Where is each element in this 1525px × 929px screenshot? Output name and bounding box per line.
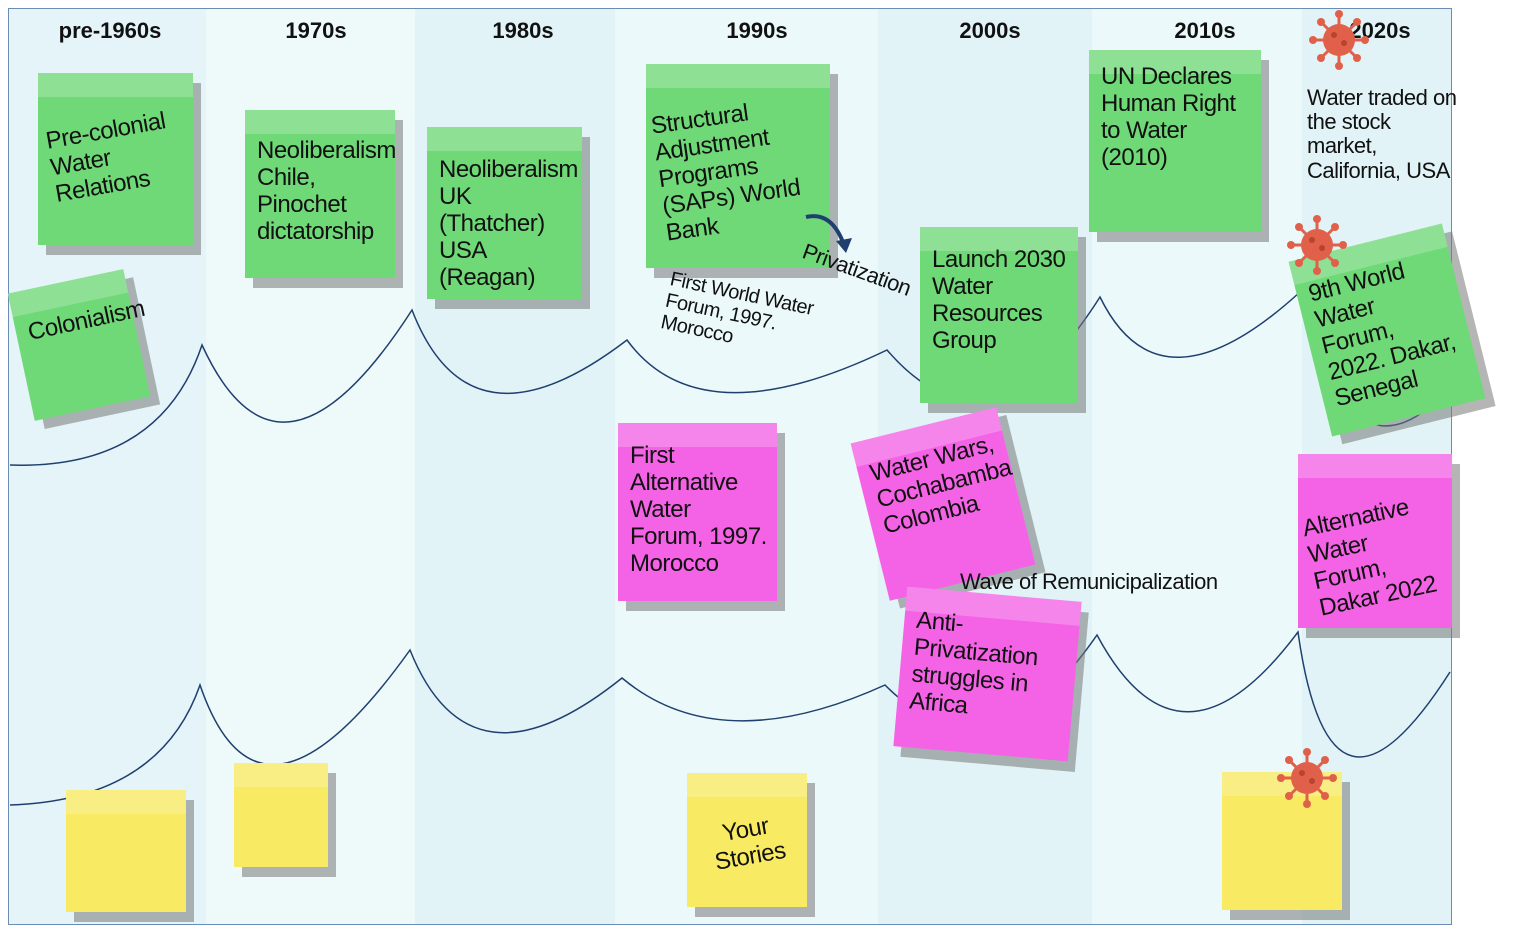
sticky-note-blank[interactable] <box>66 790 186 912</box>
sticky-note-launch-2030[interactable]: Launch 2030 Water Resources Group <box>920 227 1078 403</box>
virus-icon <box>1287 215 1347 275</box>
note-text: Anti- Privatization struggles in Africa <box>908 606 1040 719</box>
note-text: Launch 2030 Water Resources Group <box>932 246 1066 354</box>
remunicipalization-label: Wave of Remunicipalization <box>960 569 1218 594</box>
sticky-note-saps[interactable]: Structural Adjustment Programs (SAPs) Wo… <box>646 64 830 268</box>
sticky-note-neoliberalism-chile[interactable]: Neoliberalism Chile, Pinochet dictatorsh… <box>245 110 396 278</box>
decade-header: 1990s <box>726 18 788 43</box>
virus-icon <box>1277 748 1337 808</box>
decade-header: 1980s <box>492 18 554 43</box>
note-text: Alternative Water Forum, Dakar 2022 <box>1300 493 1439 622</box>
note-text: Pre-colonial Water Relations <box>43 107 168 208</box>
sticky-note-first-alternative-forum[interactable]: First Alternative Water Forum, 1997. Mor… <box>618 423 777 601</box>
sticky-note-alternative-forum-dakar[interactable]: Alternative Water Forum, Dakar 2022 <box>1298 454 1452 628</box>
decade-header: pre-1960s <box>58 18 162 43</box>
sticky-note-your-stories[interactable]: Your Stories <box>687 773 807 907</box>
sticky-note-un-declares[interactable]: UN Declares Human Right to Water (2010) <box>1089 50 1261 232</box>
decade-header: 2010s <box>1174 18 1236 43</box>
note-text: Water Wars, Cochabamba Colombia <box>867 430 1015 540</box>
note-text: UN Declares Human Right to Water (2010) <box>1101 63 1236 171</box>
note-text: Colonialism <box>25 294 148 346</box>
upper-timeline-curve <box>9 290 1453 466</box>
decade-header: 2000s <box>959 18 1021 43</box>
stock-market-label: Water traded on the stock market, Califo… <box>1307 85 1457 183</box>
sticky-note-blank[interactable] <box>234 763 328 867</box>
note-text: First Alternative Water Forum, 1997. Mor… <box>630 442 767 577</box>
note-text: Neoliberalism Chile, Pinochet dictatorsh… <box>257 137 396 245</box>
sticky-note-anti-privatization[interactable]: Anti- Privatization struggles in Africa <box>893 586 1082 762</box>
sticky-note-neoliberalism-uk-usa[interactable]: Neoliberalism UK (Thatcher) USA (Reagan) <box>427 127 582 299</box>
note-text: Your Stories <box>712 812 788 876</box>
lower-timeline-curve <box>9 630 1451 806</box>
virus-icon <box>1309 10 1369 70</box>
arrow-icon <box>805 214 852 253</box>
note-text: Neoliberalism UK (Thatcher) USA (Reagan) <box>439 156 578 291</box>
sticky-note-precolonial[interactable]: Pre-colonial Water Relations <box>38 73 193 245</box>
decade-header: 1970s <box>285 18 347 43</box>
